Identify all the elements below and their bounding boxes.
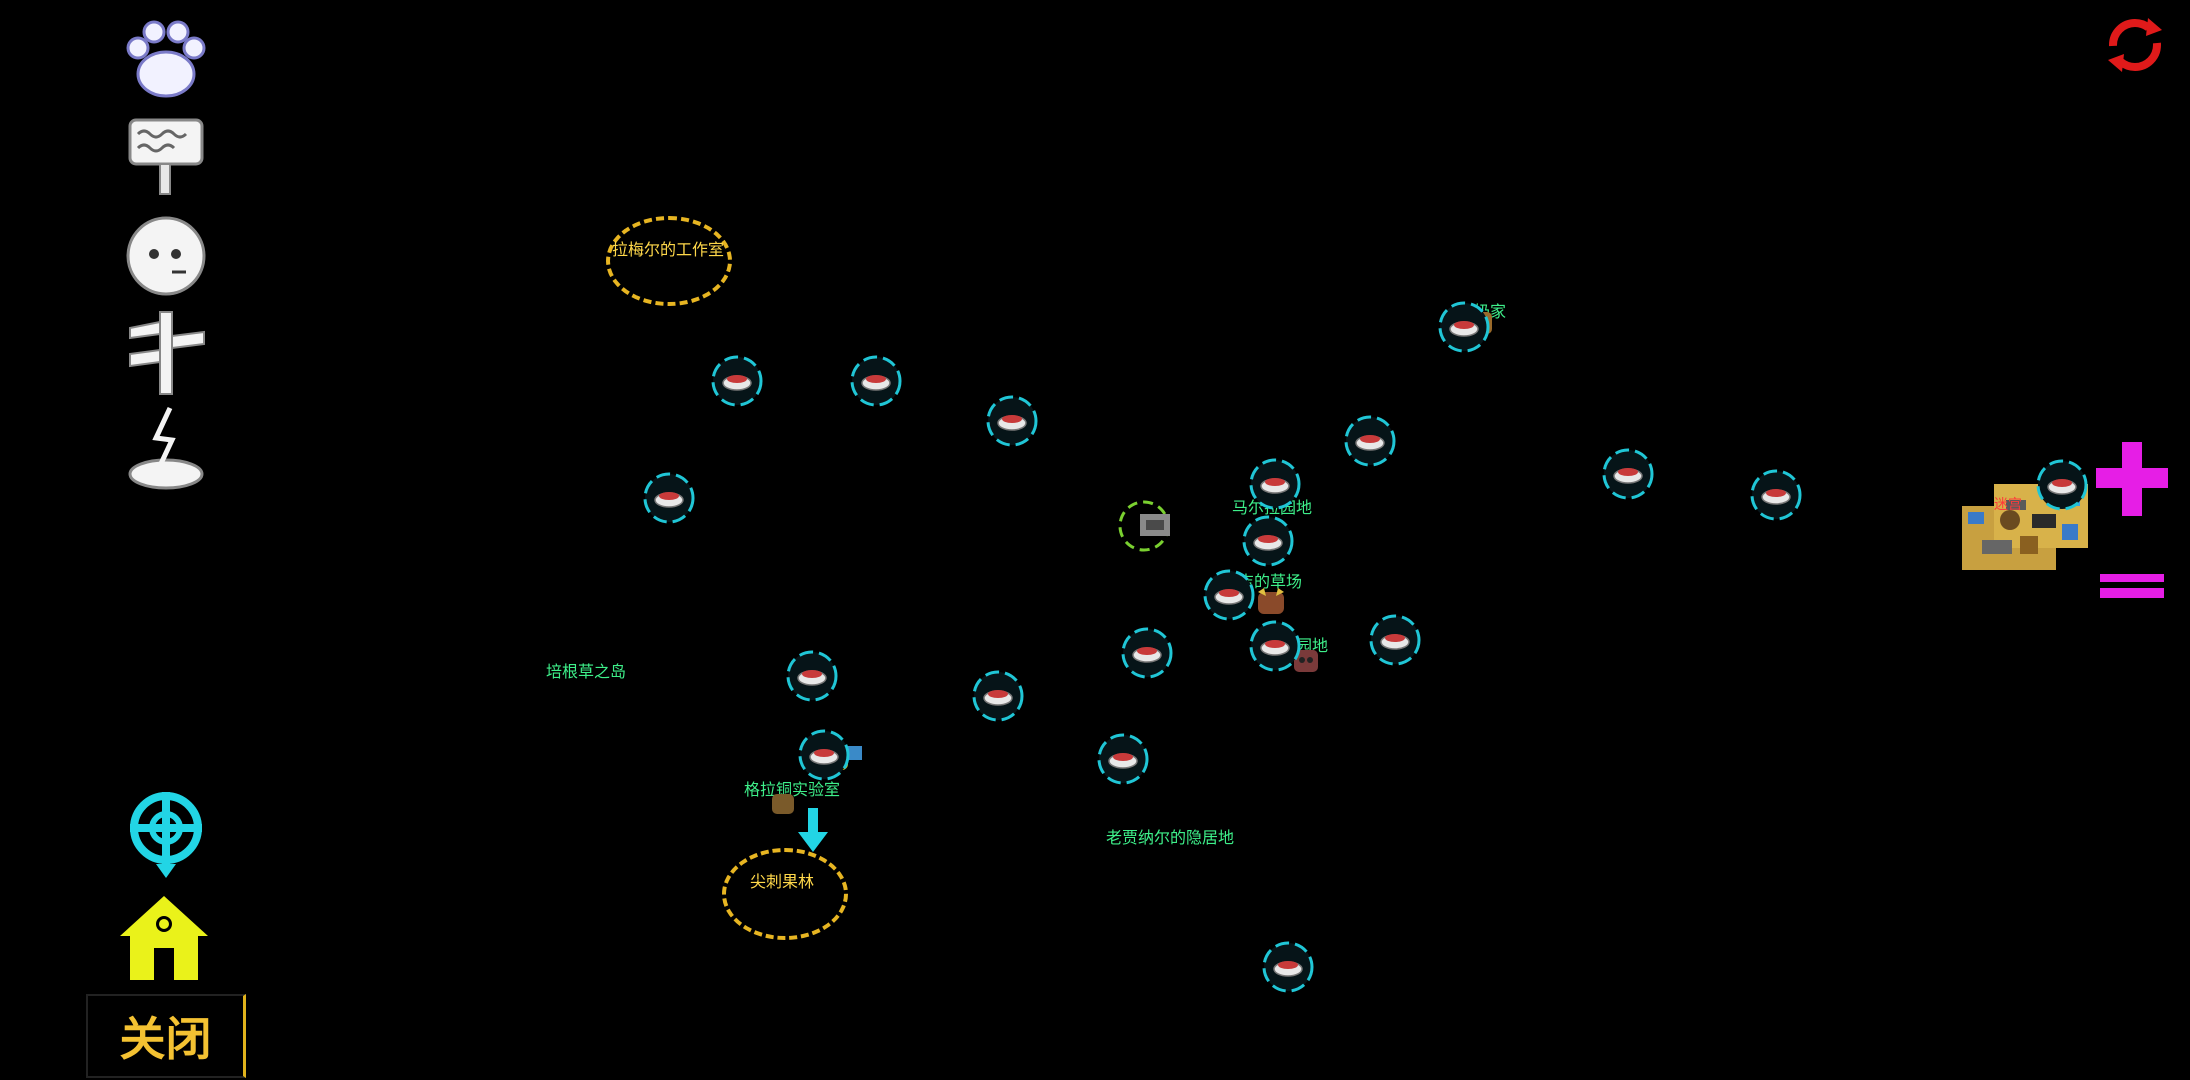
npc-gelatong-small-icon[interactable] xyxy=(770,792,796,816)
npc-wuji-icon[interactable] xyxy=(1256,588,1286,616)
teleport-waypoint-icon[interactable] xyxy=(1260,939,1316,995)
teleport-waypoint-icon[interactable] xyxy=(1600,446,1656,502)
teleport-waypoint-icon[interactable] xyxy=(2034,457,2090,513)
area-label-gelatong-lab[interactable]: 格拉铜实验室 xyxy=(743,780,841,799)
teleport-waypoint-icon[interactable] xyxy=(709,353,765,409)
teleport-waypoint-icon[interactable] xyxy=(784,648,840,704)
minus-icon[interactable] xyxy=(2098,570,2166,604)
area-label-spike-fruit-forest[interactable]: 尖刺果林 xyxy=(749,872,815,891)
teleport-waypoint-icon[interactable] xyxy=(848,353,904,409)
teleport-waypoint-icon[interactable] xyxy=(1342,413,1398,469)
paw-icon[interactable] xyxy=(120,14,212,106)
area-label-bacon-grass-island[interactable]: 培根草之岛 xyxy=(545,662,627,681)
teleport-waypoint-icon[interactable] xyxy=(1436,299,1492,355)
area-ring-spike-fruit-forest[interactable] xyxy=(722,848,848,940)
teleport-waypoint-icon[interactable] xyxy=(984,393,1040,449)
face-icon[interactable] xyxy=(120,210,212,302)
area-label-right-marker[interactable]: 迷宫 xyxy=(1994,497,2022,513)
down-arrow-icon[interactable] xyxy=(798,808,828,854)
teleport-waypoint-icon[interactable] xyxy=(641,470,697,526)
area-ring-ramel-workshop[interactable] xyxy=(606,216,732,306)
area-label-ramel-workshop[interactable]: 拉梅尔的工作室 xyxy=(611,240,725,259)
plus-icon[interactable] xyxy=(2094,438,2170,520)
teleport-waypoint-icon[interactable] xyxy=(1247,618,1303,674)
teleport-waypoint-icon[interactable] xyxy=(1240,513,1296,569)
crosshair-locate-icon[interactable] xyxy=(126,788,206,880)
player-marker-icon[interactable] xyxy=(1118,500,1180,552)
teleport-waypoint-icon[interactable] xyxy=(796,727,852,783)
teleport-waypoint-icon[interactable] xyxy=(1095,731,1151,787)
teleport-waypoint-icon[interactable] xyxy=(1748,467,1804,523)
teleport-waypoint-icon[interactable] xyxy=(1201,567,1257,623)
lightning-pedestal-icon[interactable] xyxy=(120,404,212,496)
signpost-icon[interactable] xyxy=(120,306,212,398)
npc-paowa-icon[interactable] xyxy=(1292,648,1320,674)
teleport-waypoint-icon[interactable] xyxy=(1247,456,1303,512)
close-button[interactable]: 关闭 xyxy=(86,994,246,1078)
refresh-icon[interactable] xyxy=(2104,14,2166,76)
teleport-waypoint-icon[interactable] xyxy=(1119,625,1175,681)
teleport-waypoint-icon[interactable] xyxy=(1367,612,1423,668)
teleport-waypoint-icon[interactable] xyxy=(970,668,1026,724)
signboard-icon[interactable] xyxy=(120,112,212,204)
area-label-old-jiaer-retreat[interactable]: 老贾纳尔的隐居地 xyxy=(1105,828,1235,847)
home-icon[interactable] xyxy=(116,892,212,984)
